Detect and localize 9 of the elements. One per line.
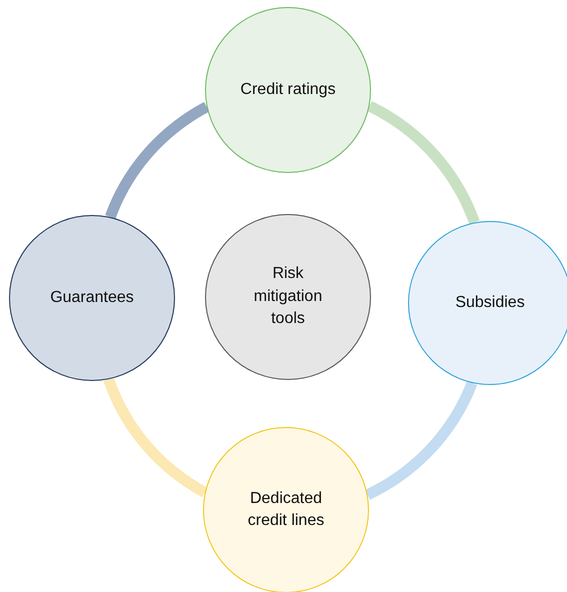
node-label: Dedicated credit lines <box>246 488 326 531</box>
ring-connector <box>365 380 478 500</box>
ring-connector <box>105 102 210 220</box>
node-label: Credit ratings <box>239 80 337 100</box>
node-label: Risk mitigation tools <box>252 264 324 330</box>
ring-connector <box>103 377 208 498</box>
node-label: Subsidies <box>454 292 526 313</box>
ring-connector <box>367 101 480 224</box>
node-label: Guarantees <box>49 288 135 308</box>
